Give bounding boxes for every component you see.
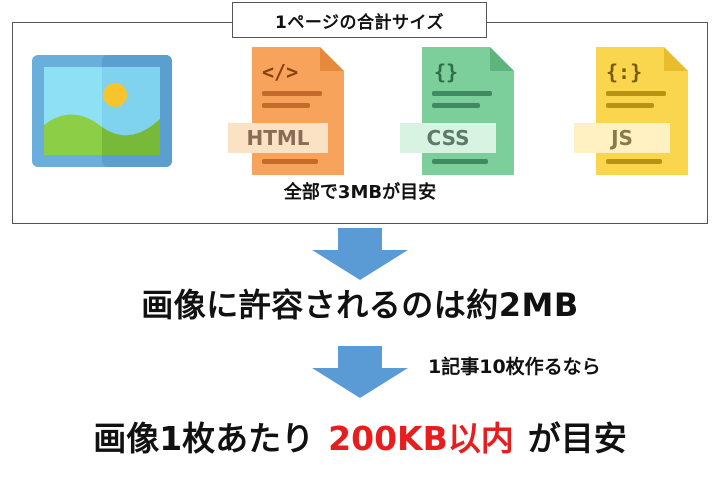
down-arrow-icon [312,346,408,398]
svg-text:{}: {} [434,60,458,84]
html-file-icon: </> HTML [228,47,344,175]
conclusion: 画像1枚あたり 200KB以内が目安 [0,412,720,460]
svg-text:{:}: {:} [606,60,642,84]
css-file-icon: {} CSS [400,47,514,175]
js-file-icon: {:} JS [574,47,688,175]
condition-note: 1記事10枚作るなら [428,356,601,378]
panel-caption: 全部で3MBが目安 [283,182,437,203]
down-arrow-icon [312,228,408,280]
size-highlight: 200KB以内 [328,419,514,458]
js-label: JS [609,126,633,150]
html-label: HTML [246,126,309,150]
css-label: CSS [427,126,470,150]
svg-text:</>: </> [262,60,298,84]
conclusion-suffix: が目安 [527,419,627,458]
image-icon [32,55,172,167]
panel-title: 1ページの合計サイズ [232,2,487,38]
headline: 画像に許容されるのは約2MB [141,286,579,324]
conclusion-prefix: 画像1枚あたり [93,419,315,458]
